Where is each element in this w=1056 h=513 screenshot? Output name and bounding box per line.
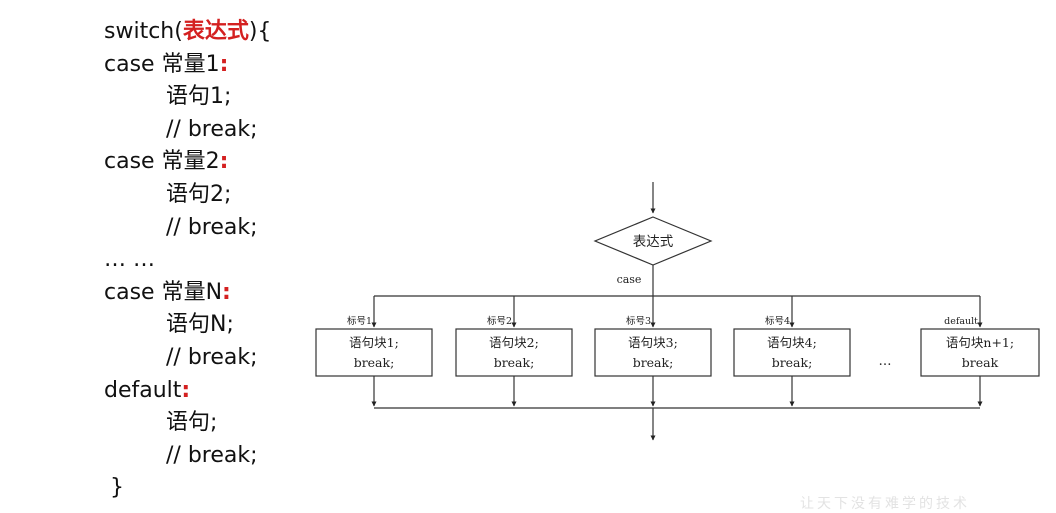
code-listing: switch(表达式){ case 常量1:语句1;// break;case … bbox=[104, 16, 271, 505]
code-keyword: case 常量2 bbox=[104, 149, 220, 175]
statement-block bbox=[920, 328, 1040, 377]
code-label-line: case 常量N: bbox=[104, 277, 271, 310]
block-break: break; bbox=[772, 355, 813, 370]
branch-label: 标号4 bbox=[765, 315, 790, 327]
code-statement: // break; bbox=[166, 344, 258, 370]
code-keyword: default bbox=[104, 377, 182, 403]
statement-block bbox=[315, 328, 433, 377]
code-label-line: case 常量2: bbox=[104, 146, 271, 179]
code-colon: : bbox=[219, 149, 229, 175]
block-statement: 语句块3; bbox=[628, 335, 678, 350]
code-statement: // break; bbox=[166, 442, 258, 468]
code-keyword: case 常量1 bbox=[104, 51, 220, 77]
code-statement: 语句1; bbox=[166, 84, 232, 110]
code-keyword: case 常量N bbox=[104, 279, 223, 305]
code-statement: // break; bbox=[166, 214, 258, 240]
code-colon: : bbox=[222, 279, 231, 305]
closing-brace: } bbox=[110, 475, 124, 501]
block-statement: 语句块1; bbox=[349, 335, 399, 350]
code-statement: 语句N; bbox=[166, 312, 234, 338]
block-break: break; bbox=[494, 355, 535, 370]
block-break: break; bbox=[633, 355, 674, 370]
switch-expression: 表达式 bbox=[182, 19, 249, 44]
branch-label: 标号3 bbox=[626, 315, 651, 327]
branch-label: 标号1 bbox=[347, 315, 372, 327]
block-statement: 语句块2; bbox=[489, 335, 539, 350]
switch-suffix: ){ bbox=[248, 19, 272, 44]
block-statement: 语句块n+1; bbox=[946, 335, 1014, 350]
block-break: break bbox=[962, 355, 999, 370]
code-statement: 语句; bbox=[166, 410, 218, 436]
code-colon: : bbox=[181, 377, 191, 403]
watermark: 让天下没有难学的技术 bbox=[800, 496, 970, 512]
code-label-line: case 常量1: bbox=[104, 49, 271, 82]
block-statement: 语句块4; bbox=[767, 335, 817, 350]
ellipsis: … bbox=[879, 354, 892, 369]
case-label: case bbox=[617, 273, 642, 286]
statement-block bbox=[594, 328, 712, 377]
block-break: break; bbox=[354, 355, 395, 370]
code-label-line: default: bbox=[104, 375, 271, 408]
switch-prefix: switch( bbox=[104, 19, 183, 44]
code-colon: : bbox=[219, 51, 229, 77]
statement-block bbox=[733, 328, 851, 377]
code-statement: 语句2; bbox=[166, 181, 232, 207]
switch-line: switch(表达式){ bbox=[104, 16, 271, 49]
branch-label: 标号2 bbox=[487, 315, 512, 327]
code-statement: // break; bbox=[166, 116, 258, 142]
statement-block bbox=[455, 328, 573, 377]
code-ellipsis: … … bbox=[104, 247, 155, 273]
code-lines: case 常量1:语句1;// break;case 常量2:语句2;// br… bbox=[104, 49, 271, 473]
decision-label: 表达式 bbox=[633, 234, 674, 250]
branch-label: default bbox=[944, 316, 978, 327]
